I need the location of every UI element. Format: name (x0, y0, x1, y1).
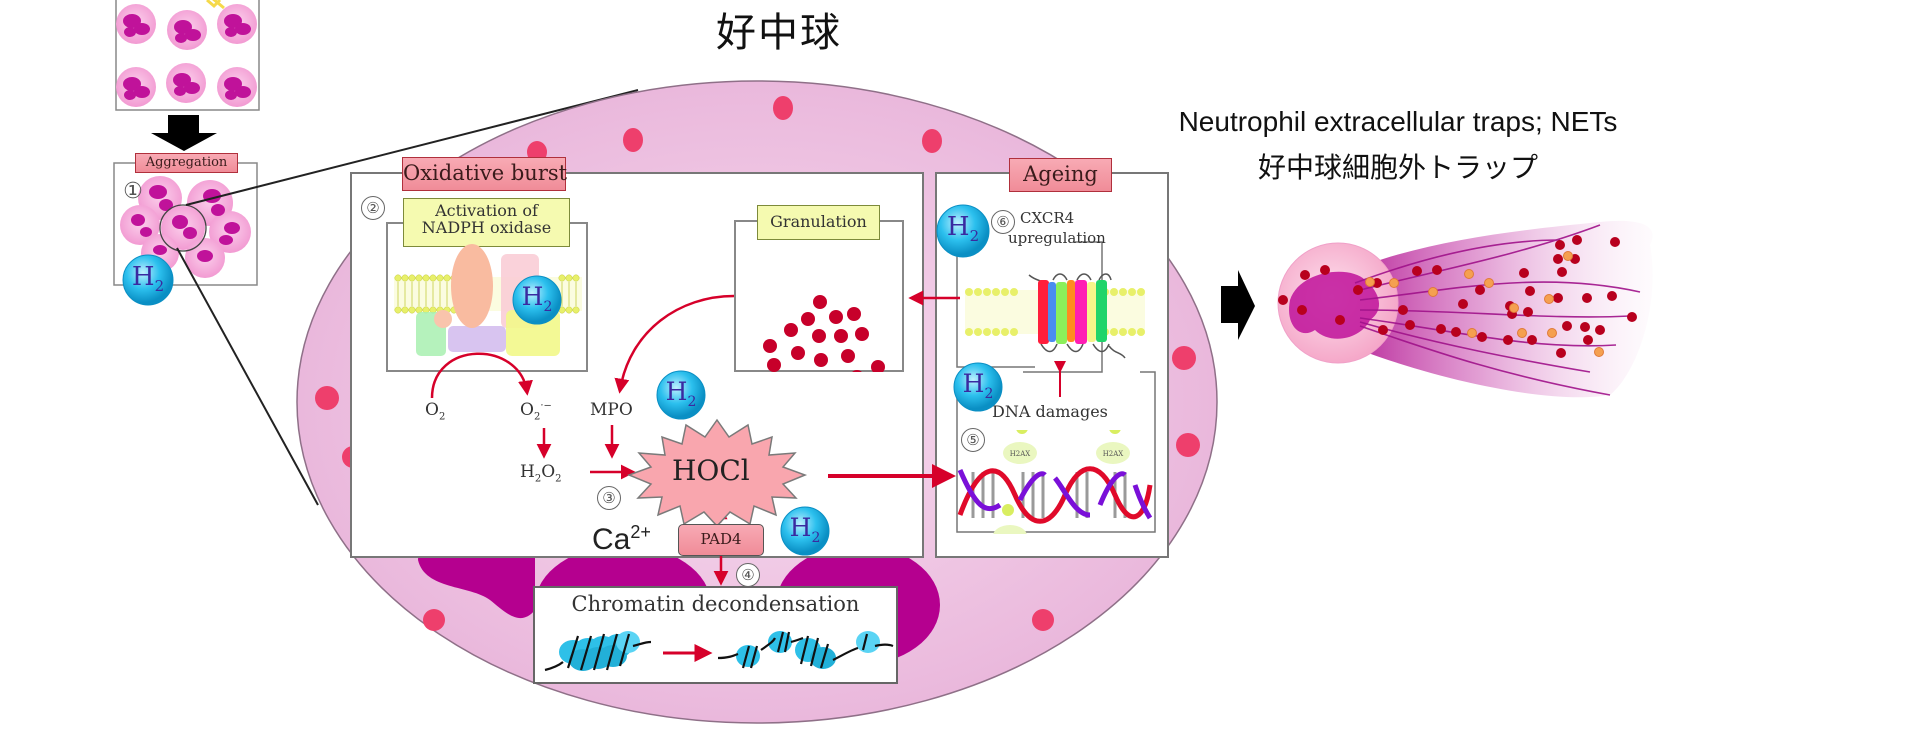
h2-badge-cxcr4: H2 (936, 204, 990, 258)
diagram-title: 好中球 (716, 10, 842, 56)
h2-sub: 2 (969, 227, 980, 246)
resting-neutrophils (116, 4, 257, 107)
h2-text: H (962, 369, 985, 398)
h2-text: H (665, 377, 688, 406)
superoxide-symbol: O (520, 400, 534, 420)
calcium-charge: 2+ (630, 522, 651, 542)
nadph-label-line1: Activation of (435, 201, 538, 220)
granulation-label: Granulation (757, 205, 880, 240)
yellow-stimulus-mark (206, 0, 225, 10)
h2-badge-nadph: H2 (512, 275, 562, 325)
h2-bubble-icon (512, 275, 562, 325)
nets-title-jp: 好中球細胞外トラップ (1257, 151, 1538, 184)
condensed-chromatin (544, 631, 652, 672)
nadph-oxidase-label: Activation of NADPH oxidase (403, 198, 570, 247)
chromatin-label: Chromatin decondensation (571, 592, 860, 616)
h2o2-h: H (520, 462, 535, 482)
h2-bubble-icon (656, 370, 706, 420)
net-granules-orange (1365, 251, 1604, 357)
h2ax-marker-2: H2AX (1103, 450, 1124, 458)
h2-text: H (789, 513, 812, 542)
h2-sub: 2 (984, 386, 994, 402)
down-arrow-icon (151, 115, 217, 151)
o2-subscript: 2 (438, 411, 446, 423)
h2-sub: 2 (154, 277, 165, 296)
nets-title-en: Neutrophil extracellular traps; NETs (1178, 106, 1618, 137)
h2o2-o: O (541, 462, 556, 482)
h2o2-sub1: 2 (534, 473, 542, 485)
h2-text: H (521, 282, 544, 311)
cxcr4-label-line2: upregulation (1008, 229, 1106, 247)
h2ax-marker-1: H2AX (1010, 450, 1031, 458)
cxcr4-label-line1: CXCR4 (1020, 209, 1075, 227)
step-number-4: ④ (736, 563, 760, 587)
superoxide-label: O2·− (520, 400, 552, 422)
h2-text: H (946, 212, 970, 242)
chromatin-decondensation-box (533, 586, 898, 684)
right-arrow-icon (1221, 270, 1255, 340)
o2-symbol: O (425, 400, 439, 420)
step-number-2: ② (361, 196, 385, 220)
h2-sub: 2 (811, 530, 821, 546)
superoxide-superscript: ·− (540, 400, 552, 412)
aggregation-label: Aggregation (135, 153, 238, 173)
h2-badge-aggregation: H2 (122, 254, 174, 306)
zoom-line-bottom (176, 247, 319, 506)
phospho-marker-2: P (1113, 430, 1117, 432)
zoom-line-top (185, 89, 639, 206)
h2-bubble-icon (953, 362, 1003, 412)
cxcr4-panel (956, 232, 1156, 533)
cxcr4-label: CXCR4 upregulation (1008, 208, 1106, 248)
ageing-label: Ageing (1009, 158, 1112, 192)
chromatin-illustration (544, 631, 894, 672)
dna-helix-illustration: H2AX H2AX P P (957, 430, 1153, 534)
h2-badge-pad4: H2 (780, 506, 830, 556)
step-number-3: ③ (597, 486, 621, 510)
dna-damages-label: DNA damages (990, 402, 1110, 421)
h2-sub: 2 (687, 394, 697, 410)
pad4-label: PAD4 (678, 524, 764, 556)
mpo-label: MPO (590, 400, 633, 420)
h2-bubble-icon (122, 254, 174, 306)
h2-bubble-icon (936, 204, 990, 258)
calcium-label: Ca2+ (592, 522, 651, 557)
cxcr4-receptor (1028, 273, 1126, 359)
calcium-symbol: Ca (592, 523, 631, 556)
nadph-label-line2: NADPH oxidase (421, 217, 552, 237)
aggregated-neutrophils (120, 176, 251, 278)
h2-badge-mpo: H2 (656, 370, 706, 420)
h2-bubble-icon (780, 506, 830, 556)
hocl-label: HOCl (672, 454, 750, 487)
h2-sub: 2 (543, 299, 553, 315)
decondensed-chromatin (717, 631, 894, 669)
net-illustration (1221, 220, 1653, 398)
granules-cluster (763, 295, 885, 372)
step-number-6: ⑥ (991, 210, 1015, 234)
h2-text: H (131, 262, 155, 292)
step-number-1: ① (123, 179, 143, 204)
oxidative-burst-label: Oxidative burst (402, 157, 567, 191)
h2o2-label: H2O2 (520, 462, 562, 484)
h2-badge-dna: H2 (953, 362, 1003, 412)
phospho-marker-1: P (1020, 430, 1024, 432)
step-number-5: ⑤ (961, 428, 985, 452)
superoxide-subscript: 2 (533, 411, 541, 423)
o2-label: O2 (425, 400, 445, 422)
h2o2-sub2: 2 (555, 473, 562, 485)
